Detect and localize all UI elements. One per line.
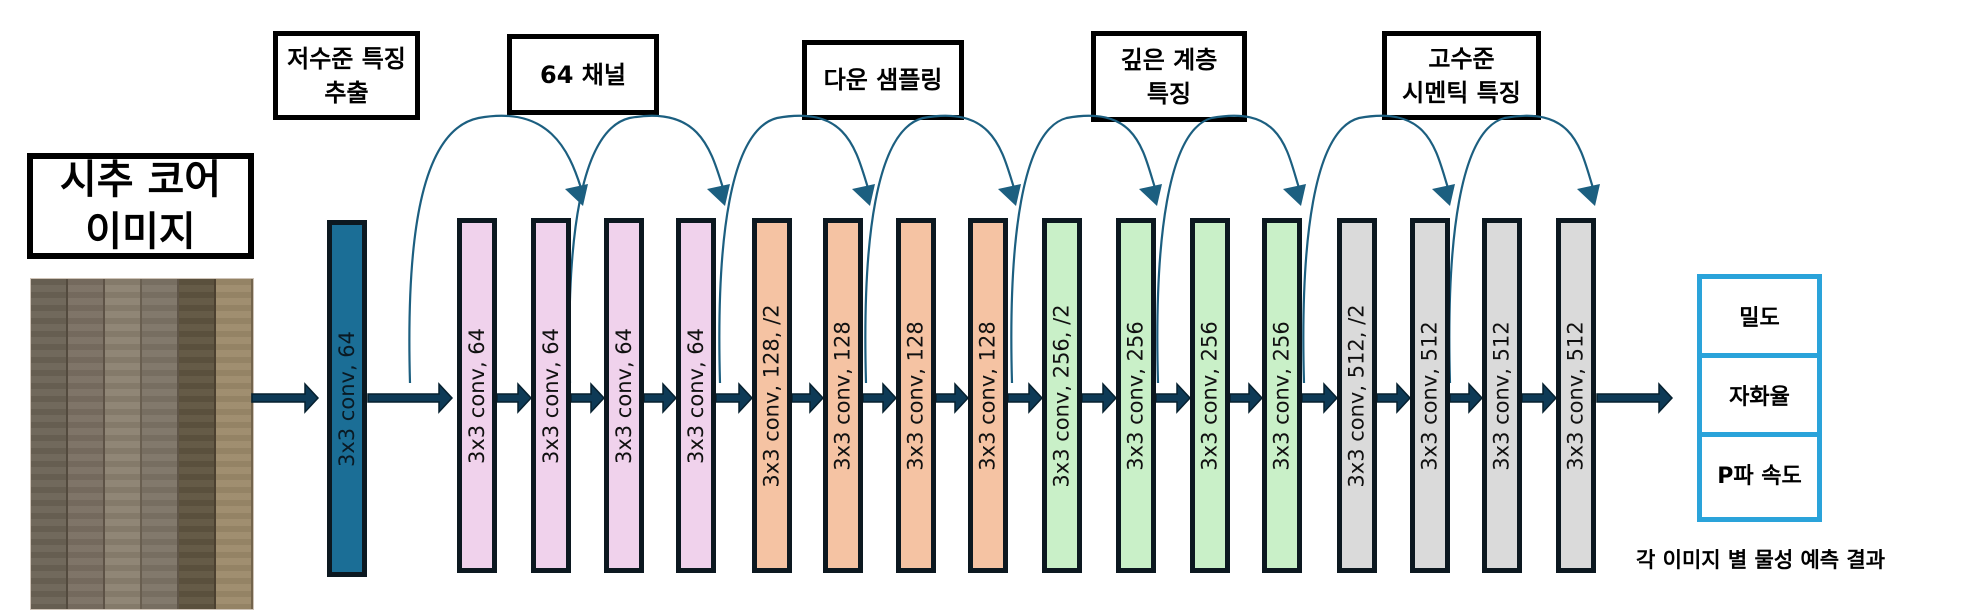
flow-arrow: [1007, 382, 1044, 414]
conv-layer: 3x3 conv, 512: [1482, 218, 1522, 573]
flow-arrow: [862, 382, 898, 414]
conv-layer-label: 3x3 conv, 128: [976, 320, 1001, 471]
core-strip: [68, 279, 105, 609]
conv-layer: 3x3 conv, 256: [1116, 218, 1156, 573]
conv-layer-label: 3x3 conv, 512: [1564, 320, 1589, 471]
skip-connection-arrowhead: [1577, 184, 1600, 206]
core-strip: [142, 279, 179, 609]
conv-layer: 3x3 conv, 128: [896, 218, 936, 573]
conv-layer: 3x3 conv, 256: [1262, 218, 1302, 573]
conv-layer: 3x3 conv, 256: [1190, 218, 1230, 573]
output-density: 밀도: [1739, 306, 1780, 331]
conv-layer: 3x3 conv, 512: [1410, 218, 1450, 573]
stage-label-64-channel: 64 채널: [507, 34, 659, 115]
flow-arrow: [1301, 382, 1339, 414]
skip-connection-arc: [1156, 114, 1301, 384]
core-strip: [216, 279, 253, 609]
skip-connection-arrowhead: [707, 184, 730, 206]
conv-layer-label: 3x3 conv, 256: [1124, 320, 1149, 471]
output-divider: [1702, 432, 1817, 437]
flow-arrow: [643, 382, 678, 414]
skip-connection-arc: [568, 114, 725, 384]
conv-layer-label: 3x3 conv, 64: [612, 327, 636, 464]
conv-layer-label: 3x3 conv, 64: [684, 327, 708, 464]
conv-layer-label: 3x3 conv, 256: [1270, 320, 1295, 471]
conv-layer-label: 3x3 conv, 128: [831, 320, 856, 471]
output-p-wave-velocity: P파 속도: [1717, 464, 1802, 489]
skip-connection-arrowhead: [565, 184, 588, 206]
conv-layer-label: 3x3 conv, 256: [1198, 320, 1223, 471]
skip-connection-arrowhead: [1139, 184, 1162, 206]
skip-connection-arc: [1448, 114, 1595, 384]
flow-arrow: [1376, 382, 1412, 414]
stage-label-deep-layer: 깊은 계층 특징: [1091, 31, 1247, 122]
flow-arrow: [1449, 382, 1484, 414]
flow-arrow: [367, 382, 454, 414]
flow-arrow: [1521, 382, 1558, 414]
core-strip: [105, 279, 142, 609]
conv-layer-label: 3x3 conv, 512, /2: [1345, 303, 1369, 488]
flow-arrow: [496, 382, 533, 414]
conv-layer-label: 3x3 conv, 128: [904, 320, 929, 471]
stage-label-low-level: 저수준 특징 추출: [273, 31, 420, 120]
skip-connection-arc: [864, 114, 1016, 384]
stage-label-downsampling: 다운 샘플링: [802, 40, 964, 120]
conv-layer: 3x3 conv, 128, /2: [752, 218, 792, 573]
conv-layer: 3x3 conv, 64: [604, 218, 644, 573]
core-sample-image: [30, 278, 254, 610]
conv-layer: 3x3 conv, 128: [823, 218, 863, 573]
conv-layer: 3x3 conv, 512: [1556, 218, 1596, 573]
flow-arrow: [715, 382, 754, 414]
conv-layer-label: 3x3 conv, 512: [1490, 320, 1515, 471]
skip-connection-arc: [1010, 114, 1157, 384]
skip-connection-arc: [718, 114, 870, 384]
conv-layer-label: 3x3 conv, 64: [465, 327, 489, 464]
flow-arrow: [1155, 382, 1192, 414]
skip-connection-arc: [1302, 114, 1450, 384]
conv-layer: 3x3 conv, 64: [531, 218, 571, 573]
conv-layer: 3x3 conv, 512, /2: [1337, 218, 1377, 573]
flow-arrow: [935, 382, 970, 414]
conv-layer-label: 3x3 conv, 512: [1418, 320, 1443, 471]
prediction-output-box: 밀도 자화율 P파 속도: [1697, 274, 1822, 522]
core-strip: [179, 279, 216, 609]
skip-connection-arrowhead: [1283, 184, 1306, 206]
core-strip: [31, 279, 68, 609]
output-magnetic-susceptibility: 자화율: [1729, 385, 1790, 410]
flow-arrow: [1081, 382, 1118, 414]
flow-arrow: [791, 382, 825, 414]
conv-layer: 3x3 conv, 128: [968, 218, 1008, 573]
conv-layer-label: 3x3 conv, 64: [539, 327, 563, 464]
flow-arrow: [1229, 382, 1264, 414]
conv-layer-label: 3x3 conv, 256, /2: [1050, 303, 1074, 488]
flow-arrow: [570, 382, 606, 414]
conv-layer: 3x3 conv, 64: [676, 218, 716, 573]
stage-label-semantic: 고수준 시멘틱 특징: [1382, 31, 1541, 120]
output-flow-arrow: [1596, 382, 1674, 414]
conv-layer-label: 3x3 conv, 128, /2: [760, 303, 784, 488]
skip-connection-arrowhead: [998, 184, 1021, 206]
conv-layer: 3x3 conv, 256, /2: [1042, 218, 1082, 573]
skip-connection-arrowhead: [1432, 184, 1455, 206]
conv-layer: 3x3 conv, 64: [457, 218, 497, 573]
conv-layer-first: 3x3 conv, 64: [327, 220, 367, 577]
input-title: 시추 코어 이미지: [27, 153, 254, 259]
conv-layer-label: 3x3 conv, 64: [335, 330, 359, 467]
input-flow-arrow: [251, 382, 320, 414]
skip-connection-arrowhead: [852, 184, 875, 206]
skip-connection-arc: [408, 114, 583, 384]
output-caption: 각 이미지 별 물성 예측 결과: [1636, 548, 1886, 572]
output-divider: [1702, 353, 1817, 358]
